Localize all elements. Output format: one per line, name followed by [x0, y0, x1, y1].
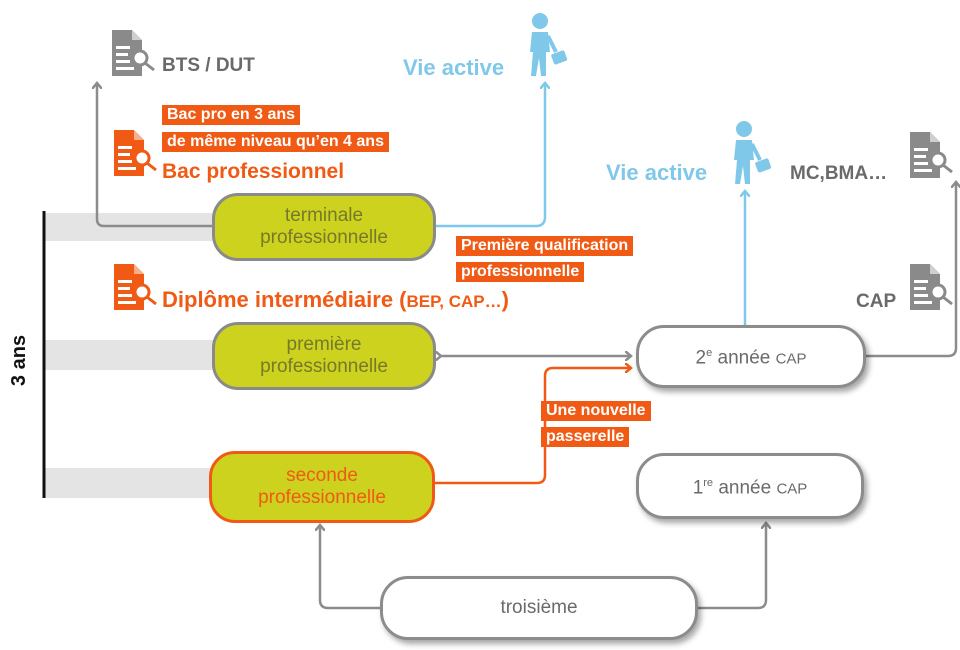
- mc-bma-label: MC,BMA…: [790, 163, 888, 184]
- diploma-icon: [910, 132, 953, 178]
- bac-pro-3-ans-tag: Bac pro en 3 ans: [162, 105, 301, 125]
- cap-label: CAP: [856, 291, 897, 312]
- premiere-box[interactable]: première professionnelle: [212, 322, 436, 390]
- bac-pro-label: Bac professionnel: [162, 160, 345, 183]
- seconde-box[interactable]: seconde professionnelle: [209, 451, 435, 523]
- vie-active-top-label: Vie active: [403, 55, 505, 80]
- arrow-terminale-bts: [97, 84, 214, 228]
- diplome-intermediaire-label: Diplôme intermédiaire (BEP, CAP…): [162, 287, 509, 312]
- troisieme-box[interactable]: troisième: [380, 576, 698, 640]
- arrow-seconde-cap2: [434, 368, 630, 485]
- une-nouvelle-tag: Une nouvelle: [541, 401, 651, 421]
- cap1-box[interactable]: 1re année CAP: [636, 453, 864, 519]
- vie-active-right-label: Vie active: [606, 160, 708, 185]
- bts-dut-label: BTS / DUT: [162, 55, 255, 76]
- professionnelle-tag: professionnelle: [456, 262, 585, 282]
- cap2-box[interactable]: 2e année CAP: [636, 325, 866, 388]
- arrow-terminale-vie-active: [436, 84, 545, 228]
- arrow-troisieme-seconde: [320, 526, 382, 610]
- arrow-cap2-mc-bma: [866, 183, 956, 358]
- passerelle-tag: passerelle: [541, 427, 630, 447]
- person-briefcase-icon: [734, 121, 772, 184]
- diploma-icon: [114, 130, 157, 176]
- terminale-box[interactable]: terminale professionnelle: [212, 193, 436, 261]
- diploma-icon: [910, 264, 953, 310]
- band-premiere: [44, 340, 214, 370]
- person-briefcase-icon: [530, 13, 568, 76]
- three-years-label: 3 ans: [8, 334, 31, 386]
- arrow-troisieme-cap1: [696, 524, 766, 610]
- premiere-qualification-tag: Première qualification: [456, 236, 634, 256]
- band-seconde: [44, 468, 214, 498]
- meme-niveau-tag: de même niveau qu’en 4 ans: [162, 132, 389, 152]
- diploma-icon: [114, 264, 157, 310]
- diploma-icon: [112, 30, 155, 76]
